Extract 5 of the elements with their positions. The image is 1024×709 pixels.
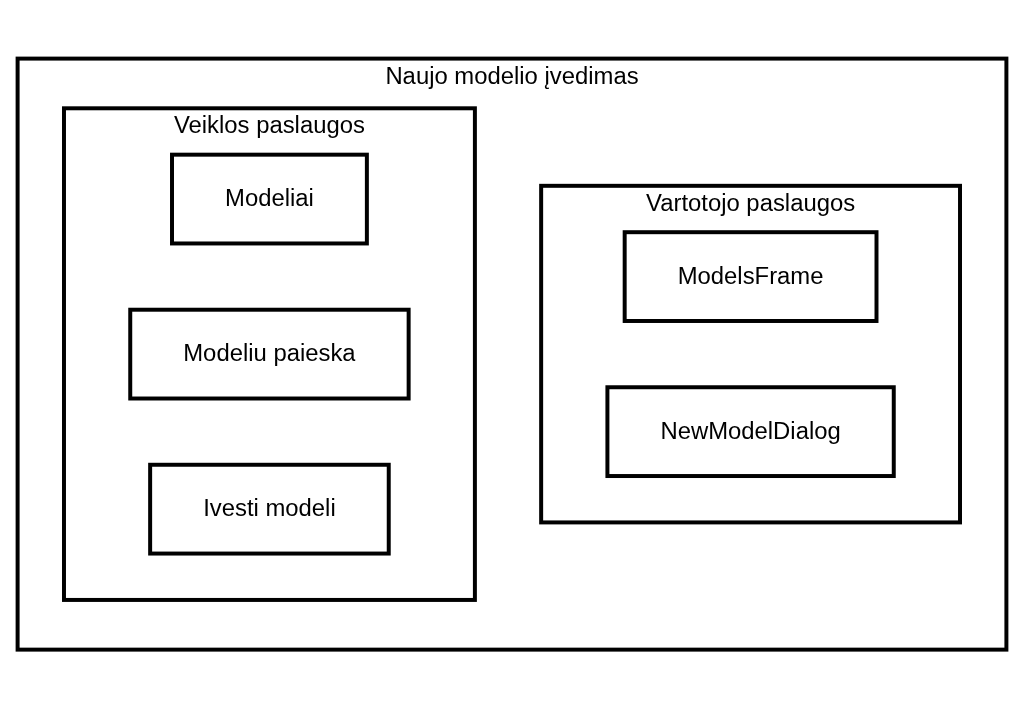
node-box: NewModelDialog: [605, 385, 896, 479]
node-box: Ivesti modeli: [148, 463, 391, 556]
node-box: ModelsFrame: [622, 230, 879, 324]
node-box: Modeliu paieska: [128, 308, 411, 401]
node-box: Modeliai: [170, 153, 369, 246]
